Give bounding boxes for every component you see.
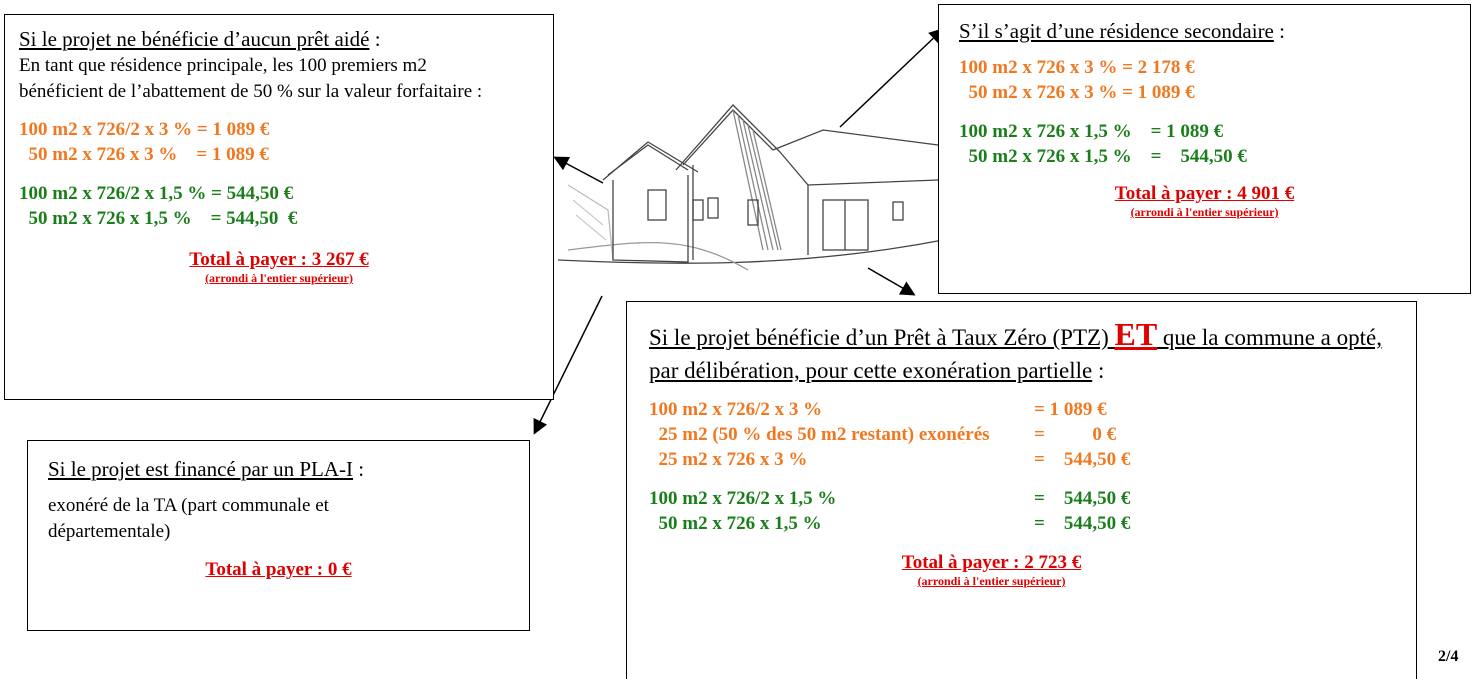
box2-green-line: 100 m2 x 726 x 1,5 % = 1 089 € xyxy=(959,121,1224,142)
page-number: 2/4 xyxy=(1438,648,1459,665)
row-left: 100 m2 x 726/2 x 1,5 % xyxy=(649,488,837,509)
row-left: 25 m2 (50 % des 50 m2 restant) exonérés xyxy=(649,424,990,445)
house-illustration xyxy=(557,104,944,271)
box4-orange-row: 25 m2 (50 % des 50 m2 restant) exonérés =… xyxy=(649,422,1394,447)
box2-orange-line: 100 m2 x 726 x 3 % = 2 178 € xyxy=(959,57,1195,78)
box3-heading-suffix: : xyxy=(353,457,365,481)
box4-heading-part-b: que la commune a opté, par délibération,… xyxy=(649,325,1382,383)
box1-green-line: 50 m2 x 726 x 1,5 % = 544,50 € xyxy=(19,208,298,229)
row-right: = 544,50 € xyxy=(1034,488,1131,509)
box4-heading: Si le projet bénéficie d’un Prêt à Taux … xyxy=(649,318,1389,387)
box4-heading-suffix: : xyxy=(1092,358,1105,383)
no-aided-loan-box: Si le projet ne bénéficie d’aucun prêt a… xyxy=(4,14,554,400)
box1-intro: En tant que résidence principale, les 10… xyxy=(19,55,483,102)
row-right: = 0 € xyxy=(1034,424,1117,445)
box4-orange-row: 100 m2 x 726/2 x 3 % = 1 089 € xyxy=(649,397,1394,422)
row-left: 100 m2 x 726/2 x 3 % xyxy=(649,399,823,420)
row-right: = 544,50 € xyxy=(1034,513,1131,534)
pla-i-box: Si le projet est financé par un PLA-I : … xyxy=(27,440,530,631)
ptz-box: Si le projet bénéficie d’un Prêt à Taux … xyxy=(626,301,1417,679)
box1-note: (arrondi à l'entier supérieur) xyxy=(205,271,353,285)
box1-green-line: 100 m2 x 726/2 x 1,5 % = 544,50 € xyxy=(19,183,294,204)
box2-heading-suffix: : xyxy=(1273,19,1285,43)
box1-heading-text: Si le projet ne bénéficie d’aucun prêt a… xyxy=(19,27,370,51)
box2-heading: S’il s’agit d’une résidence secondaire : xyxy=(959,17,1450,45)
box4-orange-row: 25 m2 x 726 x 3 % = 544,50 € xyxy=(649,447,1394,472)
box4-heading-part-a: Si le projet bénéficie d’un Prêt à Taux … xyxy=(649,325,1115,350)
row-left: 25 m2 x 726 x 3 % xyxy=(649,449,808,470)
box1-heading-suffix: : xyxy=(369,27,381,51)
box3-heading-text: Si le projet est financé par un PLA-I xyxy=(48,457,353,481)
box2-green-line: 50 m2 x 726 x 1,5 % = 544,50 € xyxy=(959,146,1247,167)
box1-heading: Si le projet ne bénéficie d’aucun prêt a… xyxy=(19,25,539,53)
box2-orange-line: 50 m2 x 726 x 3 % = 1 089 € xyxy=(959,82,1195,103)
secondary-residence-box: S’il s’agit d’une résidence secondaire :… xyxy=(938,4,1471,294)
box4-heading-et: ET xyxy=(1114,316,1158,352)
box4-green-row: 100 m2 x 726/2 x 1,5 % = 544,50 € xyxy=(649,486,1394,511)
box1-orange-line: 100 m2 x 726/2 x 3 % = 1 089 € xyxy=(19,119,270,140)
box4-green-row: 50 m2 x 726 x 1,5 % = 544,50 € xyxy=(649,511,1394,536)
box2-heading-text: S’il s’agit d’une résidence secondaire xyxy=(959,19,1274,43)
box3-body: exonéré de la TA (part communale et dépa… xyxy=(48,495,329,542)
row-left: 50 m2 x 726 x 1,5 % xyxy=(649,513,822,534)
box3-heading: Si le projet est financé par un PLA-I : xyxy=(48,455,509,483)
box1-orange-line: 50 m2 x 726 x 3 % = 1 089 € xyxy=(19,144,269,165)
row-right: = 1 089 € xyxy=(1034,399,1107,420)
box4-note: (arrondi à l'entier supérieur) xyxy=(917,574,1066,588)
box2-total: Total à payer : 4 901 € xyxy=(1114,183,1295,204)
box1-total: Total à payer : 3 267 € xyxy=(189,249,369,270)
row-right: = 544,50 € xyxy=(1034,449,1131,470)
box4-total: Total à payer : 2 723 € xyxy=(901,552,1082,573)
box2-note: (arrondi à l'entier supérieur) xyxy=(1130,205,1279,219)
box3-total: Total à payer : 0 € xyxy=(205,559,352,580)
